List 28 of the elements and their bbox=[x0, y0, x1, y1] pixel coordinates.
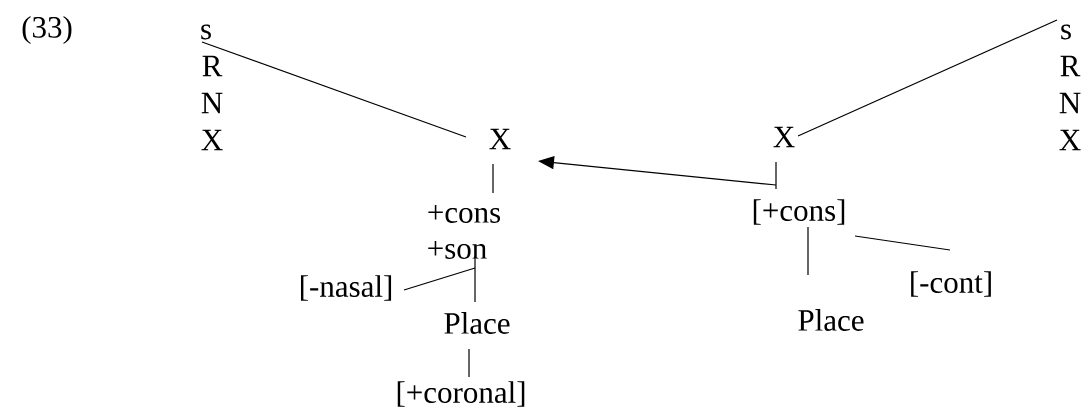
feature-label: [+coronal] bbox=[397, 381, 525, 407]
example-number: (33) bbox=[22, 15, 72, 45]
feature-label: Place bbox=[444, 312, 510, 334]
association-line bbox=[807, 226, 809, 276]
association-line bbox=[854, 235, 951, 251]
feature-label: X bbox=[201, 129, 223, 151]
feature-label: [-cont] bbox=[911, 271, 991, 297]
association-line bbox=[775, 161, 777, 190]
feature-label: +son bbox=[428, 241, 487, 259]
feature-label: s bbox=[1061, 24, 1071, 40]
feature-label: [+cons] bbox=[753, 199, 845, 225]
association-line bbox=[797, 19, 1058, 137]
feature-label: +cons bbox=[428, 205, 501, 223]
feature-label: R bbox=[202, 55, 223, 77]
feature-label: N bbox=[1059, 92, 1081, 114]
feature-label: X bbox=[1059, 129, 1081, 151]
association-line bbox=[201, 41, 467, 138]
feature-label: X bbox=[773, 126, 795, 148]
association-line bbox=[492, 163, 494, 194]
feature-label: R bbox=[1060, 55, 1081, 77]
feature-label: s bbox=[201, 24, 211, 40]
feature-label: [-nasal] bbox=[301, 275, 392, 301]
association-line bbox=[468, 348, 470, 378]
association-line bbox=[474, 255, 476, 303]
feature-label: N bbox=[201, 92, 223, 114]
feature-label: X bbox=[489, 128, 511, 150]
feature-label: Place bbox=[798, 309, 864, 331]
association-line bbox=[403, 267, 476, 291]
